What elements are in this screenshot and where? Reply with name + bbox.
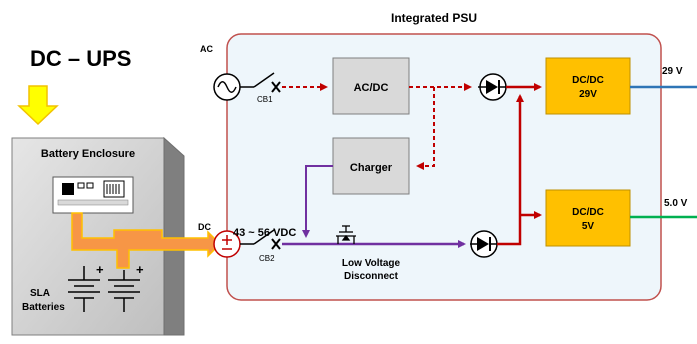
breaker2-switch-icon <box>253 229 275 245</box>
dcdc-5v-converter-box <box>545 189 631 247</box>
battery-label: SLA <box>30 288 50 299</box>
acdc-label: AC/DC <box>354 82 389 94</box>
lvd-label: Disconnect <box>344 271 399 282</box>
ac-source-icon <box>213 73 241 101</box>
battery-icon <box>108 270 140 312</box>
breaker1-label: CB1 <box>257 95 273 104</box>
dc-source-icon <box>213 230 241 258</box>
acdc-converter-box <box>332 57 410 115</box>
dcdc-29v-converter-box <box>545 57 631 115</box>
battery-label: Batteries <box>22 302 65 313</box>
battery-plus-sign: + <box>136 262 144 277</box>
enclosure-controller-icon <box>52 176 134 214</box>
psu-title: Integrated PSU <box>391 11 477 25</box>
dcdc5-label: DC/DC <box>572 207 604 218</box>
lvd-mosfet-icon <box>336 225 356 244</box>
lvd-label: Low Voltage <box>342 258 401 269</box>
charger-box <box>332 137 410 195</box>
voltage-range-label: 43 ~ 56 VDC <box>233 227 296 239</box>
output-29v-label: 29 V <box>662 66 683 77</box>
output-5v-label: 5.0 V <box>664 198 688 209</box>
breaker1-switch-icon <box>253 72 275 88</box>
charger-label: Charger <box>350 162 393 174</box>
dc-input-label: DC <box>198 222 211 232</box>
diode-icon <box>470 230 498 258</box>
page-title: DC – UPS <box>30 46 131 71</box>
breaker1-contact-icon <box>271 81 281 93</box>
breaker2-label: CB2 <box>259 254 275 263</box>
battery-icon <box>68 266 100 312</box>
breaker2-contact-icon <box>271 238 281 250</box>
ac-input-label: AC <box>200 44 213 54</box>
dcdc29-voltage-label: 29V <box>579 89 597 100</box>
enclosure-label: Battery Enclosure <box>41 148 135 160</box>
dcdc29-label: DC/DC <box>572 75 604 86</box>
dcdc5-voltage-label: 5V <box>582 221 595 232</box>
battery-plus-sign: + <box>96 262 104 277</box>
battery-path-arrow-icon <box>71 212 222 269</box>
input-arrow-icon <box>17 85 59 126</box>
